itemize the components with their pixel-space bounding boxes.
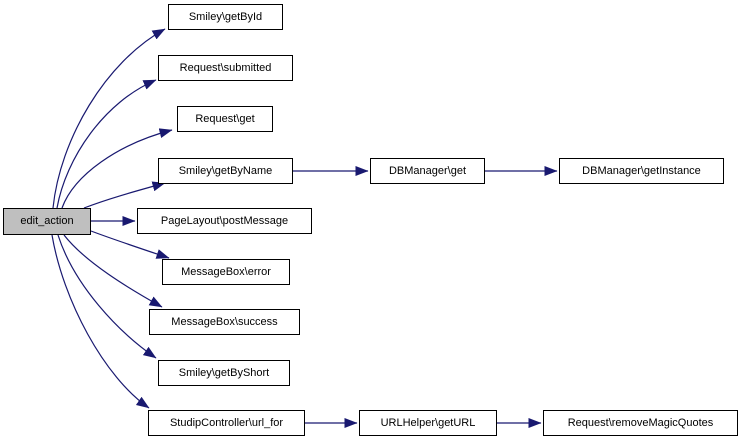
edge-edit-action-to-smiley-getbyshort [57,234,157,359]
node-dbmanager-getinstance[interactable]: DBManager\getInstance [559,158,724,184]
edge-edit-action-to-smiley-getbyid [52,28,166,209]
node-smiley-getbyname[interactable]: Smiley\getByName [158,158,293,184]
edge-edit-action-to-request-submitted [56,79,157,209]
node-pagelayout-postmessage[interactable]: PageLayout\postMessage [137,208,312,234]
node-smiley-getbyid[interactable]: Smiley\getById [168,4,283,30]
edge-edit-action-to-messagebox-success [63,234,163,308]
edge-edit-action-to-smiley-getbyname [83,181,166,209]
edge-edit-action-to-messagebox-error [90,230,170,259]
node-request-get[interactable]: Request\get [177,106,273,132]
edge-edit-action-to-request-get [61,128,173,209]
node-smiley-getbyshort[interactable]: Smiley\getByShort [158,360,290,386]
node-messagebox-success[interactable]: MessageBox\success [149,309,300,335]
node-request-submitted[interactable]: Request\submitted [158,55,293,81]
node-urlhelper-geturl[interactable]: URLHelper\getURL [359,410,497,436]
node-edit-action: edit_action [3,208,91,235]
node-studipcontroller-url-for[interactable]: StudipController\url_for [148,410,305,436]
node-request-removemagicquotes[interactable]: Request\removeMagicQuotes [543,410,738,436]
node-messagebox-error[interactable]: MessageBox\error [162,259,290,285]
node-dbmanager-get[interactable]: DBManager\get [370,158,485,184]
edge-edit-action-to-studipcontroller-url-for [51,234,150,409]
